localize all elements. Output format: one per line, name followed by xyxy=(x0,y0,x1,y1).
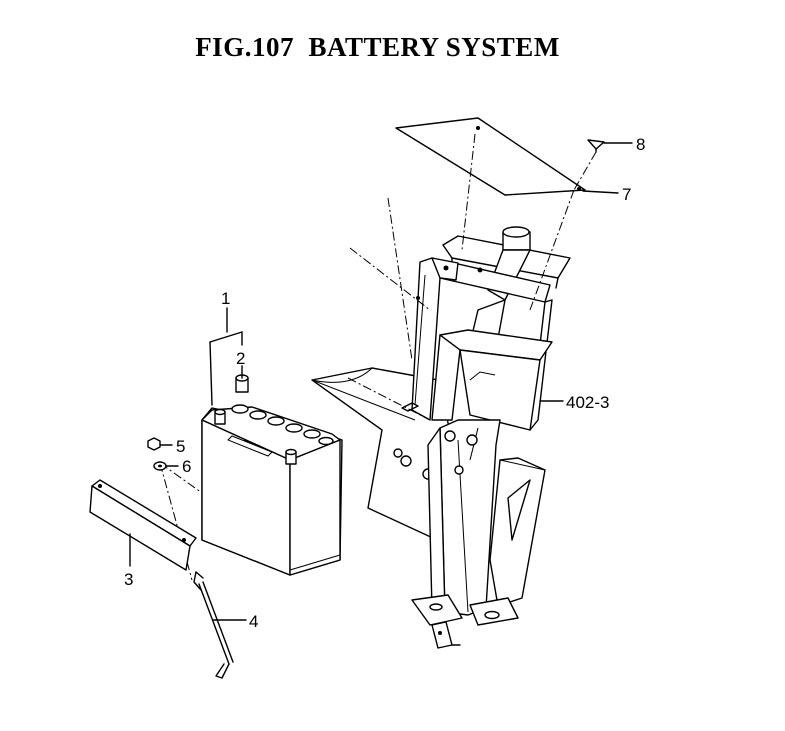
screw xyxy=(587,139,605,153)
callout-5: 5 xyxy=(176,437,185,456)
battery-hold-down-bar xyxy=(89,479,197,571)
callout-8: 8 xyxy=(636,135,645,154)
callout-7: 7 xyxy=(622,185,631,204)
battery xyxy=(201,374,343,576)
figure-title: FIG.107 BATTERY SYSTEM xyxy=(195,32,560,62)
callout-3: 3 xyxy=(124,570,133,589)
callout-labels: 1 2 3 4 5 6 7 8 402-3 xyxy=(124,135,645,631)
callout-6: 6 xyxy=(182,457,191,476)
battery-bracket-frame xyxy=(311,226,571,649)
nut-and-washer xyxy=(147,437,167,471)
callout-4: 4 xyxy=(249,612,258,631)
leader-lines xyxy=(129,142,633,621)
cover-plate xyxy=(395,117,586,196)
hold-down-rod xyxy=(193,571,234,679)
callout-2: 2 xyxy=(236,349,245,368)
callout-402-3: 402-3 xyxy=(566,393,609,412)
callout-1: 1 xyxy=(221,289,230,308)
